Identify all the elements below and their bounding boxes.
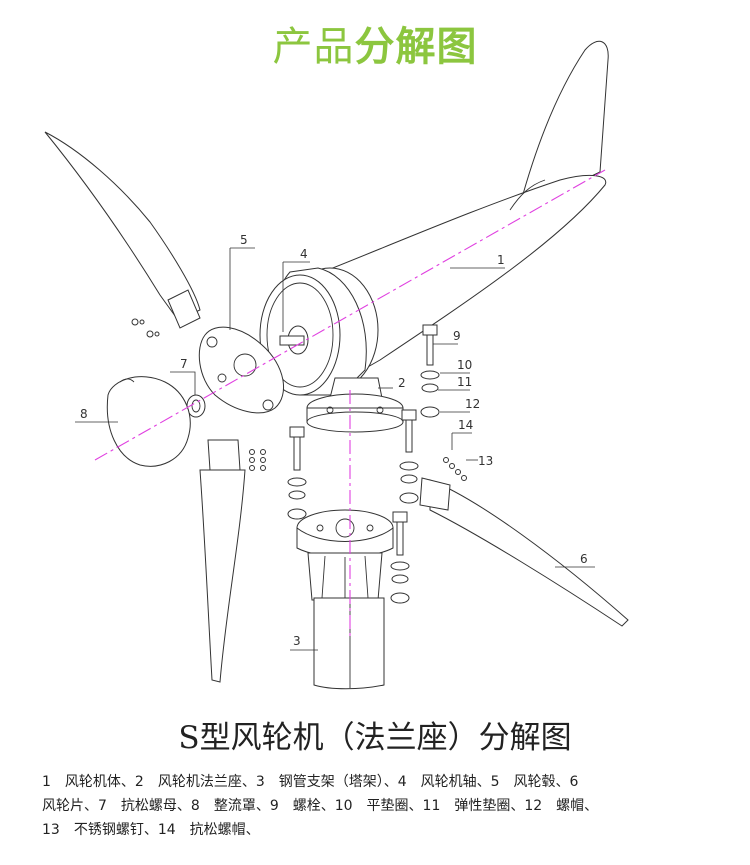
hub-hole (206, 336, 218, 348)
parts-legend: 1 风轮机体、2 风轮机法兰座、3 钢管支架（塔架）、4 风轮机轴、5 风轮毂、… (42, 770, 722, 842)
legend-line: 1 风轮机体、2 风轮机法兰座、3 钢管支架（塔架）、4 风轮机轴、5 风轮毂、… (42, 774, 579, 790)
callout-9: 9 (453, 329, 461, 343)
flange-hole (376, 406, 384, 414)
flange-hole (366, 524, 374, 532)
leader-14 (451, 432, 472, 450)
callout-7: 7 (180, 357, 188, 371)
tower-pipe (313, 597, 385, 690)
callout-10: 10 (457, 358, 472, 372)
bolt-assembly (399, 409, 419, 504)
generator-drum-rim (266, 282, 334, 388)
callout-13: 13 (478, 454, 493, 468)
nose-cone (106, 376, 191, 467)
callout-2: 2 (398, 376, 406, 390)
blade-right-root (419, 477, 451, 511)
blade-upper-root (167, 289, 201, 329)
legend-line: 风轮片、7 抗松螺母、8 整流罩、9 螺栓、10 平垫圈、11 弹性垫圈、12 … (42, 798, 599, 814)
blade-lower (199, 469, 246, 683)
bolt-assembly (420, 324, 440, 418)
callout-12: 12 (465, 397, 480, 411)
leader-4 (282, 261, 310, 332)
rotor-hub (198, 326, 284, 414)
page-title-light: 产品 (272, 24, 355, 70)
bolt-assembly (287, 426, 307, 520)
nacelle-body-seam (509, 179, 546, 211)
leader-7 (170, 371, 196, 395)
callout-6: 6 (580, 552, 588, 566)
page-title: 产品分解图 (0, 14, 750, 72)
flange-hole (326, 406, 334, 414)
blade-lower-root (207, 439, 241, 471)
rotor-axis (94, 169, 606, 461)
callout-1: 1 (497, 253, 505, 267)
exploded-view-drawing: 1 2 3 4 5 6 7 8 9 10 11 12 13 14 (44, 40, 629, 690)
nose-cone-tip (119, 378, 135, 383)
hub-hole (217, 373, 227, 383)
tower-cone-ribs (321, 555, 369, 600)
hub-hole (262, 399, 274, 411)
callout-3: 3 (293, 634, 301, 648)
lock-nut-bore (191, 399, 201, 413)
blade-upper (44, 131, 201, 321)
leader-5 (229, 247, 255, 330)
callout-8: 8 (80, 407, 88, 421)
diagram-caption: S型风轮机（法兰座）分解图 (178, 720, 572, 756)
callout-4: 4 (300, 247, 308, 261)
flange-hole (316, 524, 324, 532)
page-title-bold: 分解图 (354, 24, 478, 70)
yaw-flange-bottom (306, 411, 404, 433)
callout-14: 14 (458, 418, 473, 432)
legend-line: 13 不锈钢螺钉、14 抗松螺帽、 (42, 822, 260, 838)
small-screws (131, 318, 467, 481)
blade-right (429, 479, 629, 627)
rotor-shaft (279, 335, 305, 346)
hub-bore (233, 353, 257, 377)
callout-5: 5 (240, 233, 248, 247)
callout-11: 11 (457, 375, 472, 389)
tower-flange-bore (335, 518, 355, 538)
bolt-assembly (390, 511, 410, 604)
